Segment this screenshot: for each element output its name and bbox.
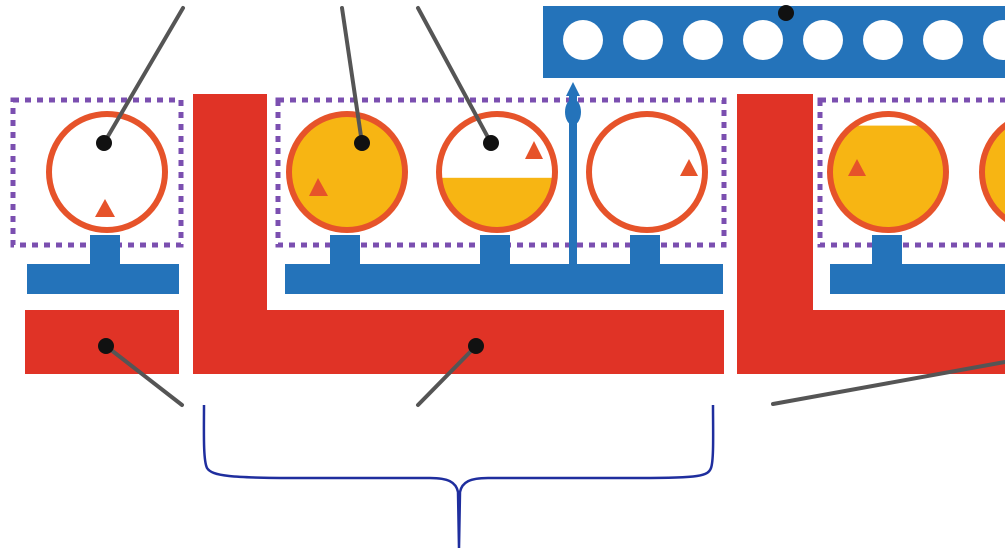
sphere-outline (286, 111, 408, 233)
sphere-fill-level (289, 114, 405, 230)
top-panel (543, 6, 1005, 78)
blue-stem-5 (872, 235, 902, 269)
panel-hole (623, 20, 663, 60)
sphere-tank (436, 111, 558, 233)
triangle-markers (95, 141, 866, 217)
sphere-fill-level (439, 177, 555, 230)
curly-brace-icon (202, 404, 715, 549)
sphere-background (49, 114, 165, 230)
leader-line (416, 344, 478, 407)
blue-manifolds (27, 82, 1005, 294)
leader-line (771, 360, 1005, 406)
red-structures (25, 94, 1005, 374)
sphere-tank (586, 111, 708, 233)
panel-hole (923, 20, 963, 60)
spheres (46, 111, 1005, 233)
leader-line (340, 6, 364, 145)
dashed-group-2 (275, 97, 727, 248)
dot-marker-icon (468, 338, 484, 354)
leader-line (104, 344, 184, 407)
blue-riser-tip (565, 99, 581, 125)
sphere-tank (286, 111, 408, 233)
blue-bar-3 (830, 264, 1005, 294)
triangle-marker-icon (309, 178, 328, 196)
panel-hole (803, 20, 843, 60)
red-l-block-right (737, 94, 1005, 374)
panel-hole (983, 20, 1005, 60)
red-l-block-middle (193, 94, 724, 374)
blue-stem-1 (90, 235, 120, 269)
triangle-marker-icon (848, 159, 866, 176)
blue-riser-cap (566, 82, 580, 96)
blue-stem-4 (630, 235, 660, 269)
triangle-marker-icon (95, 199, 115, 217)
leader-lines (102, 6, 1005, 407)
panel-hole (743, 20, 783, 60)
sphere-background (589, 114, 705, 230)
dot-marker-icon (778, 5, 794, 21)
dot-marker-icon (96, 135, 112, 151)
blue-stem-3 (480, 235, 510, 269)
panel-hole (863, 20, 903, 60)
sphere-outline (46, 111, 168, 233)
triangle-marker-icon (680, 159, 698, 176)
panel-hole (563, 20, 603, 60)
sphere-outline (979, 122, 1005, 222)
dot-marker-icon (354, 135, 370, 151)
blue-riser (569, 90, 577, 268)
sphere-tank (979, 114, 1005, 230)
sphere-tank (827, 111, 949, 233)
leader-line (102, 6, 185, 145)
leader-line (416, 6, 493, 145)
blue-stem-2 (330, 235, 360, 269)
triangle-marker-icon (525, 141, 543, 159)
sphere-tank (46, 111, 168, 233)
top-panel-holes (563, 20, 1005, 60)
dot-marker-icon (483, 135, 499, 151)
sphere-outline (586, 111, 708, 233)
sphere-outline (436, 111, 558, 233)
panel-hole (683, 20, 723, 60)
pointer-dots (96, 5, 794, 354)
dashed-group-3 (817, 97, 1005, 248)
sphere-outline (827, 111, 949, 233)
dot-marker-icon (98, 338, 114, 354)
